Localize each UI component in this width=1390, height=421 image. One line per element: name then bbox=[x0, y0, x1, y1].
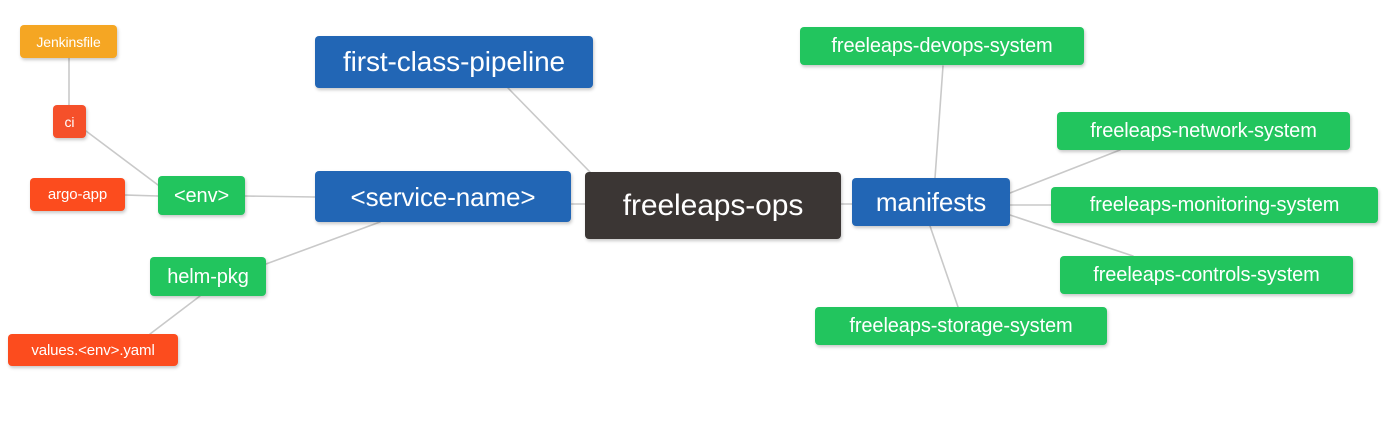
mindmap-node-freeleaps-ops[interactable]: freeleaps-ops bbox=[585, 172, 841, 239]
mindmap-node-label: freeleaps-controls-system bbox=[1093, 264, 1320, 286]
mindmap-node-label: values.<env>.yaml bbox=[31, 341, 155, 359]
mindmap-edge-ci-to-env bbox=[85, 130, 159, 186]
mindmap-node-label: <env> bbox=[173, 184, 230, 207]
mindmap-node-freeleaps-network-system[interactable]: freeleaps-network-system bbox=[1057, 112, 1350, 150]
mindmap-node-freeleaps-devops-system[interactable]: freeleaps-devops-system bbox=[800, 27, 1084, 65]
mindmap-node-label: freeleaps-network-system bbox=[1090, 120, 1317, 142]
mindmap-node-helm-pkg[interactable]: helm-pkg bbox=[150, 257, 266, 296]
mindmap-edge-manifests-to-freeleaps-storage-system bbox=[929, 225, 959, 308]
mindmap-node-freeleaps-monitoring-system[interactable]: freeleaps-monitoring-system bbox=[1051, 187, 1378, 223]
mindmap-node-ci[interactable]: ci bbox=[53, 105, 86, 138]
mindmap-node-label: Jenkinsfile bbox=[36, 33, 101, 50]
mindmap-node-label: freeleaps-storage-system bbox=[849, 315, 1073, 337]
mindmap-node-argo-app[interactable]: argo-app bbox=[30, 178, 125, 211]
mindmap-node-env[interactable]: <env> bbox=[158, 176, 245, 215]
mindmap-node-label: freeleaps-devops-system bbox=[831, 35, 1053, 57]
mindmap-node-jenkinsfile[interactable]: Jenkinsfile bbox=[20, 25, 117, 58]
mindmap-node-label: argo-app bbox=[47, 186, 108, 203]
mindmap-edge-values-env-yaml-to-helm-pkg bbox=[149, 295, 201, 335]
mindmap-node-first-class-pipeline[interactable]: first-class-pipeline bbox=[315, 36, 593, 88]
mindmap-node-values-env-yaml[interactable]: values.<env>.yaml bbox=[8, 334, 178, 366]
mindmap-node-label: helm-pkg bbox=[167, 265, 249, 288]
mindmap-edge-manifests-to-freeleaps-devops-system bbox=[934, 65, 944, 179]
mindmap-edge-first-class-pipeline-to-freeleaps-ops bbox=[507, 87, 591, 173]
mindmap-node-label: freeleaps-monitoring-system bbox=[1089, 194, 1340, 216]
mindmap-node-freeleaps-controls-system[interactable]: freeleaps-controls-system bbox=[1060, 256, 1353, 294]
mindmap-node-label: freeleaps-ops bbox=[622, 188, 804, 222]
mindmap-node-label: manifests bbox=[875, 187, 987, 217]
mindmap-edge-argo-app-to-env bbox=[124, 194, 159, 197]
mindmap-node-freeleaps-storage-system[interactable]: freeleaps-storage-system bbox=[815, 307, 1107, 345]
mindmap-node-label: first-class-pipeline bbox=[342, 46, 566, 77]
mindmap-node-manifests[interactable]: manifests bbox=[852, 178, 1010, 226]
mindmap-edge-helm-pkg-to-service-name bbox=[265, 221, 381, 265]
mindmap-node-label: <service-name> bbox=[350, 181, 536, 212]
mindmap-node-label: ci bbox=[64, 113, 75, 130]
mindmap-node-service-name[interactable]: <service-name> bbox=[315, 171, 571, 222]
mindmap-edge-env-to-service-name bbox=[244, 195, 316, 198]
